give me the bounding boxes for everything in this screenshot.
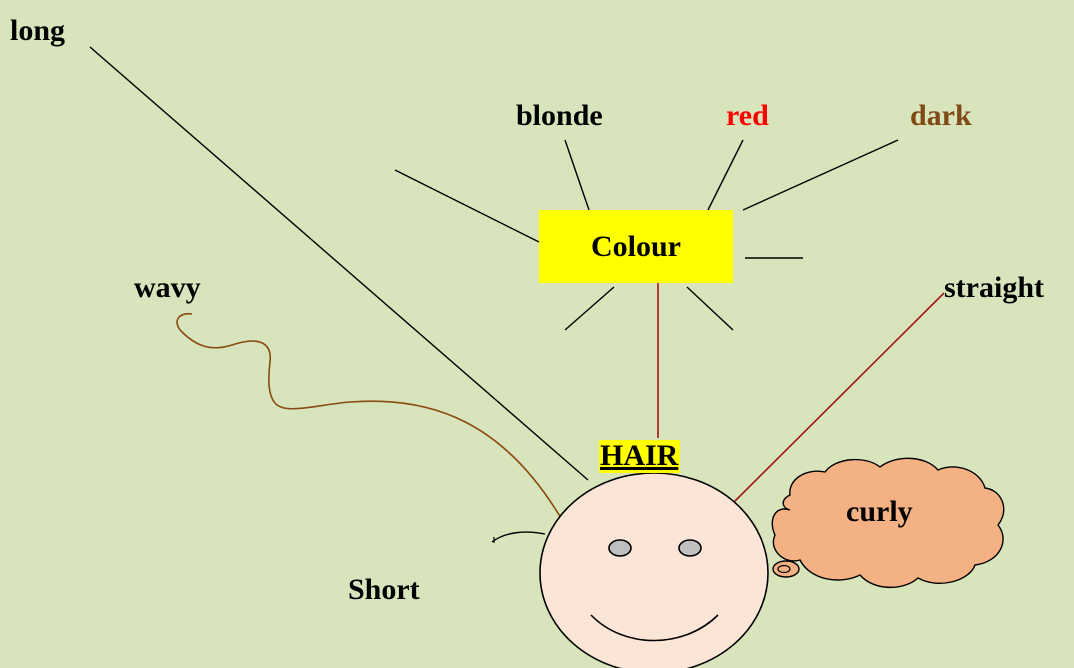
hair-center-label: HAIR bbox=[599, 440, 680, 473]
dark-label: dark bbox=[910, 101, 972, 131]
blonde-connector-line bbox=[565, 140, 589, 210]
wavy-label: wavy bbox=[134, 273, 201, 303]
long-connector-line bbox=[90, 47, 588, 480]
wavy-connector-line bbox=[177, 314, 565, 525]
blonde-label: blonde bbox=[516, 101, 603, 131]
colour-ray-bottom-right bbox=[687, 287, 733, 330]
right-eye bbox=[679, 540, 701, 556]
red-label: red bbox=[726, 101, 769, 131]
thought-bubble-inner bbox=[778, 566, 790, 573]
colour-node-label: Colour bbox=[591, 230, 681, 264]
straight-label: straight bbox=[944, 273, 1044, 303]
colour-ray-left bbox=[395, 170, 539, 242]
short-label: Short bbox=[348, 575, 420, 605]
left-eye bbox=[609, 540, 631, 556]
dark-connector-line bbox=[743, 140, 898, 210]
short-hair-stroke bbox=[492, 532, 545, 542]
colour-ray-bottom-left bbox=[565, 287, 614, 330]
curly-label: curly bbox=[846, 497, 913, 527]
face-circle bbox=[540, 473, 768, 668]
long-label: long bbox=[10, 16, 65, 46]
colour-node: Colour bbox=[539, 210, 733, 283]
red-connector-line bbox=[708, 140, 743, 210]
